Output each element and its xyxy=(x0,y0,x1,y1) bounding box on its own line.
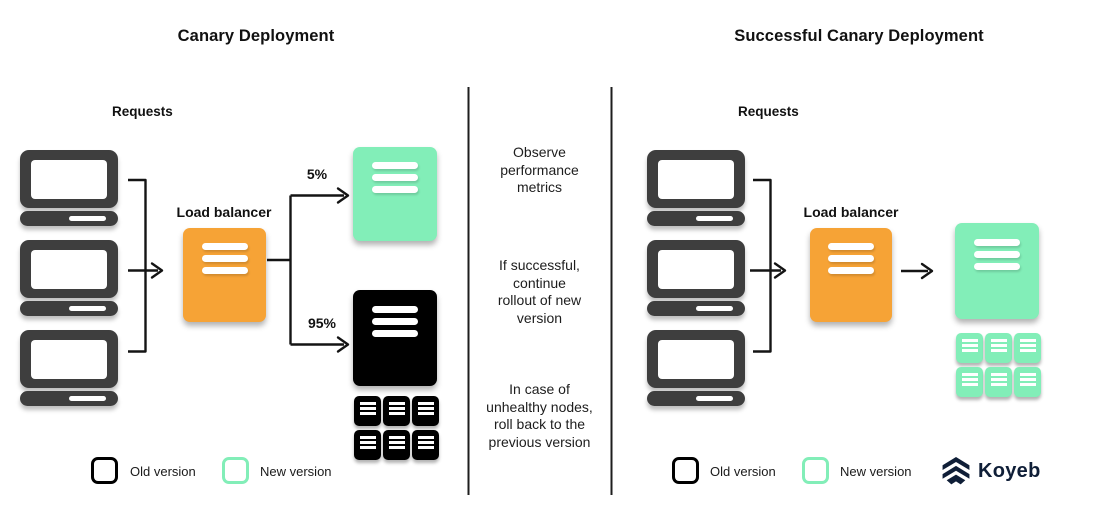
client-bracket-right xyxy=(753,178,772,353)
laptop-screen xyxy=(20,240,118,298)
load-balancer-label-right: Load balancer xyxy=(803,204,899,220)
load-balancer-label-left: Load balancer xyxy=(176,204,272,220)
arrowhead xyxy=(336,336,350,353)
laptop-base xyxy=(20,301,118,316)
server-line xyxy=(201,267,248,274)
mini-server-icon xyxy=(412,396,439,426)
note-rollback: In case of unhealthy nodes, roll back to… xyxy=(486,381,593,450)
legend-old-label-left: Old version xyxy=(130,464,196,479)
laptop-base xyxy=(20,391,118,406)
legend-new-label-right: New version xyxy=(840,464,912,479)
client-laptop-icon xyxy=(647,150,745,226)
server-line xyxy=(974,251,1020,258)
arrowhead xyxy=(150,262,164,279)
server-line xyxy=(974,263,1020,270)
note-continue-rollout: If successful, continue rollout of new v… xyxy=(497,257,582,326)
mini-server-icon xyxy=(354,430,381,460)
laptop-base xyxy=(647,211,745,226)
server-line xyxy=(201,255,248,262)
mini-server-icon xyxy=(1014,367,1041,397)
client-laptop-icon xyxy=(647,240,745,316)
old-version-server-icon xyxy=(353,290,437,386)
load-balancer-icon-left xyxy=(183,228,266,322)
arrowhead xyxy=(920,262,934,280)
server-line xyxy=(974,239,1020,246)
right-diagram-title: Successful Canary Deployment xyxy=(734,27,984,45)
mini-server-icon xyxy=(1014,333,1041,363)
server-line xyxy=(828,243,874,250)
koyeb-logo-text: Koyeb xyxy=(978,459,1041,482)
server-line xyxy=(828,267,874,274)
laptop-base xyxy=(647,301,745,316)
mini-server-icon xyxy=(985,367,1012,397)
requests-label-right: Requests xyxy=(738,104,799,119)
left-diagram-title: Canary Deployment xyxy=(177,27,335,45)
legend-new-label-left: New version xyxy=(260,464,332,479)
server-line xyxy=(372,174,418,181)
laptop-screen xyxy=(647,330,745,388)
server-line xyxy=(828,255,874,262)
server-line xyxy=(372,306,418,313)
new-version-server-icon-left xyxy=(353,147,437,241)
server-detail-lines xyxy=(974,239,1020,270)
laptop-screen xyxy=(20,330,118,388)
old-version-server-cluster-icon xyxy=(354,396,439,460)
mini-server-icon xyxy=(956,333,983,363)
client-laptop-icon xyxy=(20,150,118,226)
server-line xyxy=(372,330,418,337)
mini-server-icon xyxy=(354,396,381,426)
server-detail-lines xyxy=(372,306,418,337)
server-detail-lines xyxy=(828,243,874,274)
laptop-base xyxy=(20,211,118,226)
old-version-swatch xyxy=(672,457,699,484)
mini-server-icon xyxy=(412,430,439,460)
new-version-server-cluster-icon xyxy=(956,333,1041,397)
server-line xyxy=(372,162,418,169)
stable-traffic-percent: 95% xyxy=(307,315,337,331)
client-bracket-left xyxy=(128,178,147,353)
server-line xyxy=(201,243,248,250)
note-observe-metrics: Observe performance metrics xyxy=(500,144,579,195)
laptop-screen xyxy=(647,150,745,208)
koyeb-chevrons-icon xyxy=(942,456,970,484)
new-version-swatch xyxy=(802,457,829,484)
client-laptop-icon xyxy=(20,330,118,406)
client-laptop-icon xyxy=(647,330,745,406)
laptop-screen xyxy=(20,150,118,208)
server-line xyxy=(372,186,418,193)
mini-server-icon xyxy=(956,367,983,397)
arrowhead xyxy=(773,262,787,279)
client-laptop-icon xyxy=(20,240,118,316)
server-detail-lines xyxy=(372,162,418,193)
mini-server-icon xyxy=(383,430,410,460)
canary-traffic-percent: 5% xyxy=(306,166,328,182)
server-detail-lines xyxy=(201,243,248,274)
laptop-screen xyxy=(647,240,745,298)
new-version-server-icon-right xyxy=(955,223,1039,319)
new-version-swatch xyxy=(222,457,249,484)
legend-old-label-right: Old version xyxy=(710,464,776,479)
mini-server-icon xyxy=(383,396,410,426)
laptop-base xyxy=(647,391,745,406)
server-line xyxy=(372,318,418,325)
mini-server-icon xyxy=(985,333,1012,363)
requests-label-left: Requests xyxy=(112,104,173,119)
old-version-swatch xyxy=(91,457,118,484)
koyeb-logo: Koyeb xyxy=(941,455,1041,487)
arrowhead xyxy=(336,187,350,204)
load-balancer-icon-right xyxy=(810,228,892,322)
